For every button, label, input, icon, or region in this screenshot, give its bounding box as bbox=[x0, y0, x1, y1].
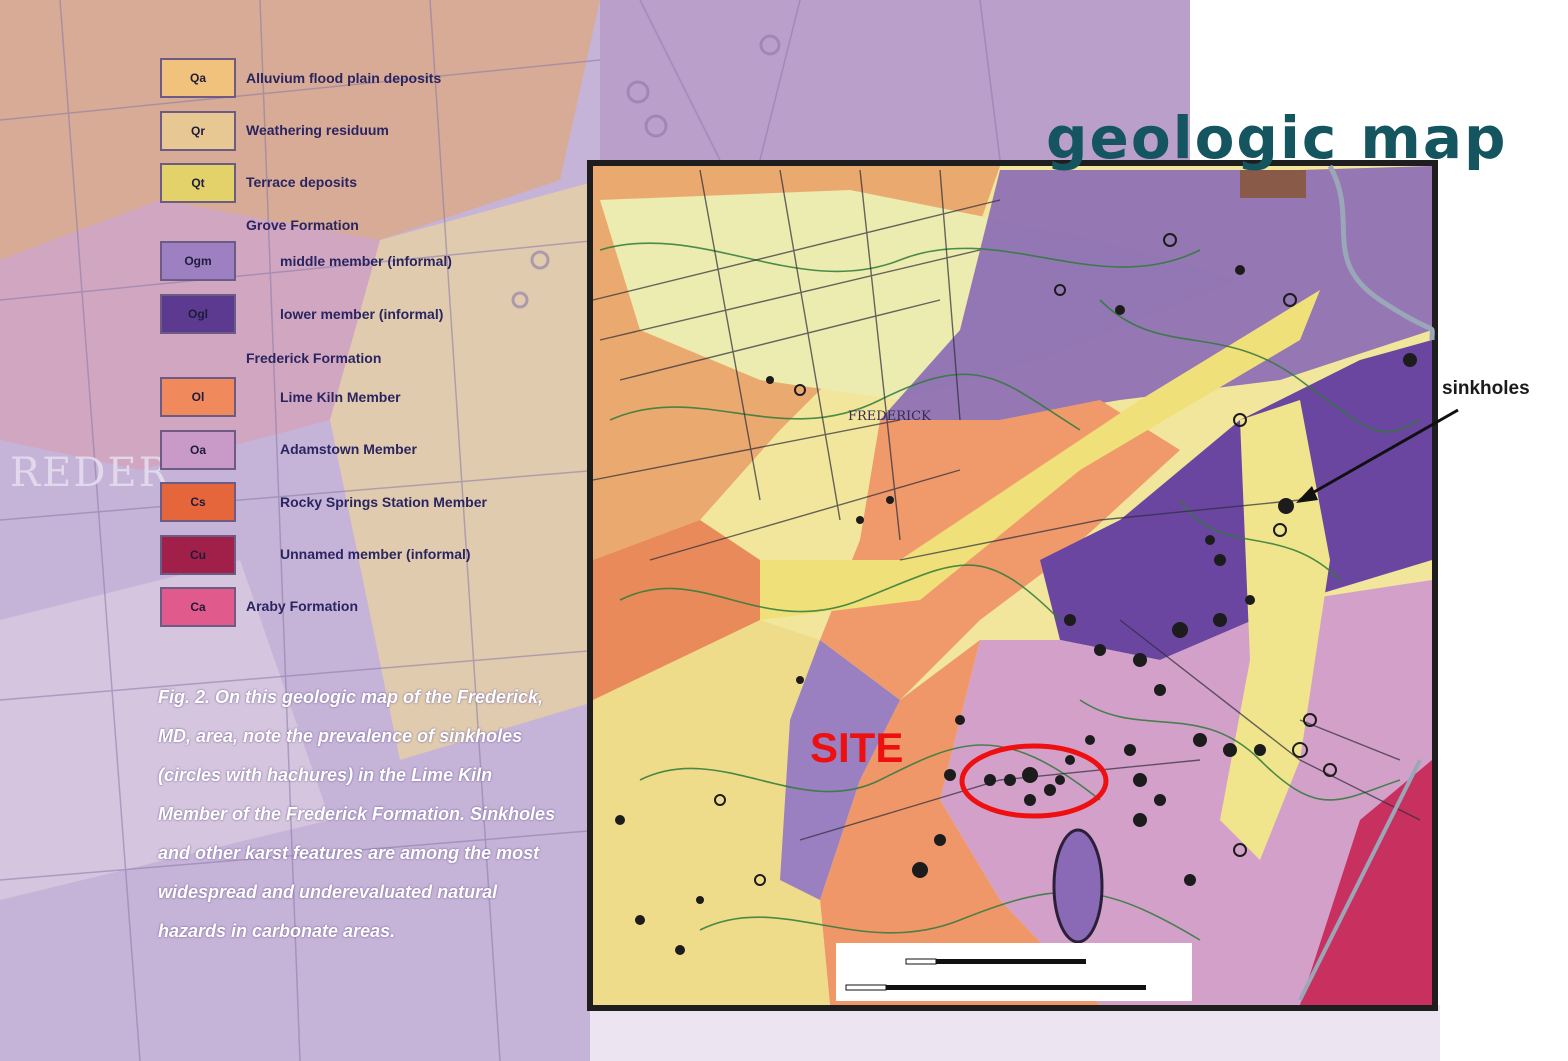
unit-yellow-diagonal-band bbox=[760, 290, 1320, 620]
sinkhole-rings bbox=[714, 233, 1337, 886]
river bbox=[1327, 164, 1435, 341]
legend-label-cs: Rocky Springs Station Member bbox=[280, 494, 487, 510]
legend-swatch-oa: Oa bbox=[160, 430, 236, 470]
unit-orange-south bbox=[820, 640, 1100, 1005]
legend-label-ogl: lower member (informal) bbox=[280, 306, 444, 322]
legend-group-grove: Grove Formation bbox=[246, 217, 359, 233]
legend-label-qt: Terrace deposits bbox=[246, 174, 358, 190]
legend-swatch-qa: Qa bbox=[160, 58, 236, 98]
bottom-margin bbox=[590, 1005, 1440, 1061]
outlined-lens-feature bbox=[1052, 828, 1104, 944]
background-orange-region bbox=[0, 0, 600, 260]
background-roads bbox=[0, 0, 1001, 1061]
scale-bar bbox=[836, 943, 1192, 1001]
unit-purple-middle-strip bbox=[780, 640, 900, 900]
legend-swatch-qr: Qr bbox=[160, 111, 236, 151]
scale-bar-mi bbox=[846, 985, 1146, 990]
contour-lines bbox=[599, 242, 1421, 941]
legend-swatch-ogl: Ogl bbox=[160, 294, 236, 334]
scale-bar-graphic bbox=[845, 958, 1146, 991]
background-sinkhole-circles bbox=[511, 34, 781, 309]
scale-bar-km-seg bbox=[905, 958, 937, 965]
site-label: SITE bbox=[810, 724, 904, 771]
scale-bar-km bbox=[906, 959, 1086, 964]
background-yellow-band bbox=[330, 180, 600, 760]
legend-swatch-qt: Qt bbox=[160, 163, 236, 203]
right-margin bbox=[1432, 160, 1568, 1061]
legend-label-ol: Lime Kiln Member bbox=[280, 389, 401, 405]
background-pink-region bbox=[0, 200, 380, 470]
sinkholes-arrow-head bbox=[1296, 486, 1318, 503]
legend-swatch-cu: Cu bbox=[160, 535, 236, 575]
frederick-town-label: FREDERICK bbox=[848, 409, 931, 424]
legend-label-qa: Alluvium flood plain deposits bbox=[246, 70, 442, 86]
sinkhole-markers bbox=[615, 265, 1417, 955]
unit-lime-kiln-central bbox=[820, 400, 1180, 700]
figure-caption: Fig. 2. On this geologic map of the Fred… bbox=[158, 687, 556, 941]
legend-swatch-ol: Ol bbox=[160, 377, 236, 417]
legend-swatch-ca: Ca bbox=[160, 587, 236, 627]
unit-yellow-east-strip bbox=[1220, 400, 1330, 860]
quarry-patch bbox=[1240, 170, 1306, 198]
river-southeast bbox=[1298, 759, 1422, 1001]
background-lavender-region bbox=[0, 560, 330, 900]
site-ellipse bbox=[959, 743, 1109, 819]
background-town-label: REDER bbox=[10, 450, 171, 496]
legend-label-ogm: middle member (informal) bbox=[280, 253, 452, 269]
unit-araby-strip bbox=[1300, 760, 1432, 1005]
title-backdrop bbox=[1190, 0, 1568, 160]
legend-swatch-ogm: Ogm bbox=[160, 241, 236, 281]
sinkholes-label: sinkholes bbox=[1442, 378, 1530, 399]
sinkholes-arrow bbox=[1299, 408, 1459, 502]
road-network bbox=[592, 169, 1421, 841]
unit-dark-purple-east bbox=[1040, 340, 1432, 660]
legend-label-cu: Unnamed member (informal) bbox=[280, 546, 471, 562]
legend-label-qr: Weathering residuum bbox=[246, 122, 389, 138]
scale-bar-mi-seg bbox=[845, 984, 887, 991]
unit-purple-grove-north bbox=[880, 166, 1432, 460]
legend-label-oa: Adamstown Member bbox=[280, 441, 417, 457]
legend-group-frederick: Frederick Formation bbox=[246, 350, 382, 366]
geologic-map-frame bbox=[587, 160, 1459, 1011]
legend-label-ca: Araby Formation bbox=[246, 598, 359, 614]
unit-orange-west-strip bbox=[593, 520, 760, 700]
background-purple-top bbox=[600, 0, 1190, 160]
map-title: geologic map bbox=[1046, 104, 1508, 172]
legend-swatch-cs: Cs bbox=[160, 482, 236, 522]
